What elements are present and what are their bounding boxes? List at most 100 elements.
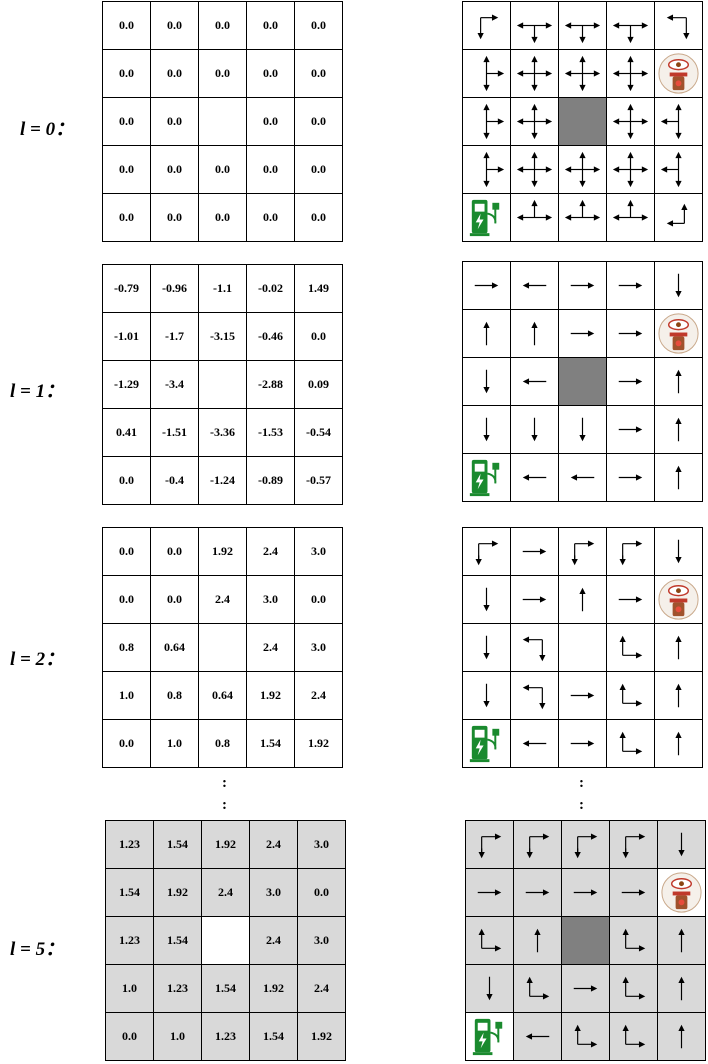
charger-plug bbox=[495, 1021, 503, 1029]
policy-arrow-icon bbox=[514, 1013, 562, 1061]
arrow-head bbox=[635, 330, 643, 337]
arrow-head bbox=[675, 369, 682, 377]
value-cell: 0.0 bbox=[103, 146, 151, 194]
policy-arrow-icon bbox=[658, 1013, 706, 1061]
arrow-head bbox=[627, 36, 634, 44]
arrow-head bbox=[641, 166, 649, 173]
iteration-label-0: l = 0： bbox=[20, 119, 75, 140]
arrow-head bbox=[587, 282, 595, 289]
value-cell: 1.54 bbox=[247, 720, 295, 768]
charger-plug bbox=[492, 728, 500, 736]
target-band bbox=[672, 891, 691, 896]
arrow-head bbox=[564, 214, 572, 221]
arrow-head bbox=[483, 434, 490, 442]
arrow-head bbox=[622, 928, 629, 936]
value-cell: 0.0 bbox=[295, 576, 343, 624]
arrow-head bbox=[531, 151, 538, 159]
policy-arrow-icon bbox=[655, 406, 703, 454]
policy-arrow-icon bbox=[463, 406, 511, 454]
arrow-head bbox=[531, 103, 538, 111]
arrow-head bbox=[638, 945, 646, 952]
charger-screen bbox=[477, 1022, 488, 1031]
value-cell: 3.0 bbox=[295, 624, 343, 672]
value-cell: 0.64 bbox=[199, 672, 247, 720]
policy-arrow-icon bbox=[562, 965, 610, 1013]
arrow-head bbox=[593, 22, 601, 29]
policy-arrow-icon bbox=[658, 821, 706, 869]
value-cell: 2.4 bbox=[250, 917, 298, 965]
value-cell: -0.02 bbox=[247, 265, 295, 313]
arrow-head bbox=[612, 166, 620, 173]
arrow-head bbox=[570, 474, 578, 481]
policy-arrow-icon bbox=[511, 358, 559, 406]
arrow-head bbox=[675, 290, 682, 298]
target-icon bbox=[655, 50, 703, 98]
policy-arrow-icon bbox=[559, 262, 607, 310]
charger-base bbox=[469, 759, 490, 763]
target-band bbox=[669, 332, 688, 337]
charger-cable bbox=[487, 733, 497, 750]
policy-arrow-icon bbox=[463, 576, 511, 624]
value-cell: 0.0 bbox=[106, 1013, 154, 1061]
value-cell: 0.0 bbox=[295, 146, 343, 194]
policy-arrow-icon bbox=[511, 624, 559, 672]
arrow-head bbox=[635, 540, 643, 547]
policy-arrow-icon bbox=[607, 454, 655, 502]
target-dot bbox=[675, 340, 682, 347]
policy-arrow-icon bbox=[463, 146, 511, 194]
value-cell: -1.24 bbox=[199, 457, 247, 505]
policy-arrow-icon bbox=[658, 965, 706, 1013]
policy-arrow-icon bbox=[607, 624, 655, 672]
value-cell: 0.0 bbox=[295, 313, 343, 361]
policy-arrow-icon bbox=[607, 576, 655, 624]
charging-station-icon bbox=[463, 194, 511, 242]
policy-arrow-icon bbox=[463, 310, 511, 358]
arrow-head bbox=[579, 587, 586, 595]
arrow-head bbox=[531, 36, 538, 44]
arrow-head bbox=[522, 474, 530, 481]
value-cell: -0.54 bbox=[295, 409, 343, 457]
arrow-head bbox=[635, 700, 643, 707]
continuation-dots-left: : : bbox=[222, 775, 227, 813]
charger-cable bbox=[487, 207, 497, 224]
value-cell: 1.0 bbox=[151, 720, 199, 768]
charging-station-icon bbox=[463, 454, 511, 502]
arrow-head bbox=[522, 282, 530, 289]
policy-arrow-icon bbox=[463, 98, 511, 146]
arrow-head bbox=[627, 199, 634, 207]
arrow-head bbox=[678, 976, 685, 984]
arrow-head bbox=[641, 118, 649, 125]
arrow-head bbox=[516, 70, 524, 77]
value-cell: 0.8 bbox=[199, 720, 247, 768]
arrow-head bbox=[612, 70, 620, 77]
policy-arrow-icon bbox=[655, 98, 703, 146]
arrow-head bbox=[491, 282, 499, 289]
value-cell: 0.0 bbox=[199, 2, 247, 50]
value-cell: 0.8 bbox=[151, 672, 199, 720]
policy-arrow-icon bbox=[466, 917, 514, 965]
charger-plug bbox=[492, 462, 500, 470]
value-cell: 0.0 bbox=[151, 146, 199, 194]
arrow-head bbox=[593, 214, 601, 221]
value-cell: 0.0 bbox=[151, 194, 199, 242]
value-cell: 0.0 bbox=[103, 98, 151, 146]
value-cell: -1.01 bbox=[103, 313, 151, 361]
arrow-head bbox=[619, 635, 626, 643]
policy-arrow-icon bbox=[610, 1013, 658, 1061]
value-cell: -1.29 bbox=[103, 361, 151, 409]
arrow-head bbox=[635, 474, 643, 481]
policy-arrow-icon bbox=[559, 146, 607, 194]
arrow-head bbox=[494, 833, 502, 840]
policy-arrow-icon bbox=[514, 965, 562, 1013]
arrow-head bbox=[678, 1024, 685, 1032]
target-dot bbox=[678, 899, 685, 906]
arrow-head bbox=[516, 118, 524, 125]
obstacle-cell bbox=[559, 98, 607, 146]
value-cell: 0.0 bbox=[247, 98, 295, 146]
charging-station-icon bbox=[463, 720, 511, 768]
value-cell: -0.96 bbox=[151, 265, 199, 313]
arrow-head bbox=[579, 199, 586, 207]
arrow-head bbox=[483, 321, 490, 329]
